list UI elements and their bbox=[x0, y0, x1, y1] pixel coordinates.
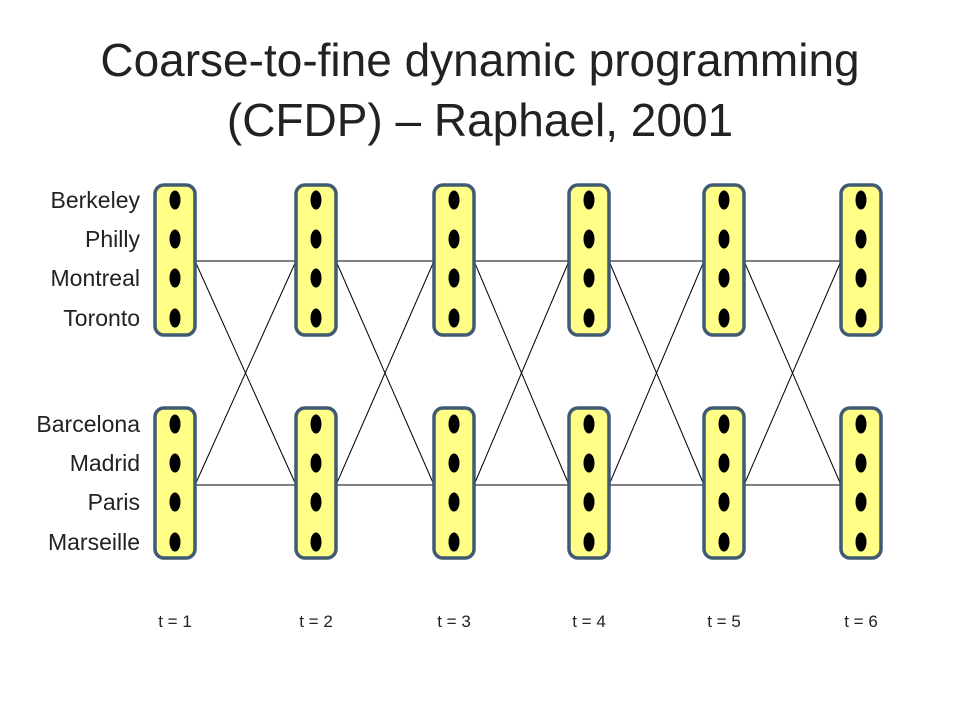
state-dot-madrid bbox=[310, 453, 322, 473]
state-dot-montreal bbox=[448, 268, 460, 288]
state-dot-barcelona bbox=[448, 414, 460, 434]
state-dot-montreal bbox=[855, 268, 867, 288]
node-t1-group_b bbox=[153, 406, 197, 560]
time-label-5: t = 5 bbox=[707, 612, 741, 631]
state-dot-berkeley bbox=[855, 190, 867, 210]
state-dot-montreal bbox=[310, 268, 322, 288]
node-box bbox=[432, 406, 476, 560]
state-dot-philly bbox=[310, 229, 322, 249]
state-dot-barcelona bbox=[855, 414, 867, 434]
node-box bbox=[567, 406, 611, 560]
city-label-montreal: Montreal bbox=[51, 265, 140, 291]
state-dot-barcelona bbox=[169, 414, 181, 434]
state-dot-philly bbox=[855, 229, 867, 249]
node-box bbox=[153, 406, 197, 560]
edge-t3-group_b-to-t4-group_a bbox=[473, 260, 570, 486]
edge-t2-group_b-to-t3-group_a bbox=[335, 260, 435, 486]
node-t1-group_a bbox=[153, 183, 197, 337]
city-label-marseille: Marseille bbox=[48, 529, 140, 555]
state-dot-philly bbox=[718, 229, 730, 249]
node-t6-group_b bbox=[839, 406, 883, 560]
node-box bbox=[432, 183, 476, 337]
city-label-paris: Paris bbox=[88, 489, 140, 515]
state-dot-marseille bbox=[855, 532, 867, 552]
state-dot-marseille bbox=[583, 532, 595, 552]
state-dot-berkeley bbox=[718, 190, 730, 210]
node-t3-group_a bbox=[432, 183, 476, 337]
city-label-philly: Philly bbox=[85, 226, 140, 252]
state-dot-barcelona bbox=[583, 414, 595, 434]
state-dot-toronto bbox=[583, 308, 595, 328]
city-label-barcelona: Barcelona bbox=[36, 411, 140, 437]
coarse-state-nodes bbox=[153, 183, 883, 560]
state-dot-berkeley bbox=[169, 190, 181, 210]
node-t6-group_a bbox=[839, 183, 883, 337]
state-dot-toronto bbox=[169, 308, 181, 328]
state-dot-philly bbox=[583, 229, 595, 249]
node-t2-group_b bbox=[294, 406, 338, 560]
city-label-berkeley: Berkeley bbox=[51, 187, 141, 213]
state-dot-madrid bbox=[448, 453, 460, 473]
edge-t1-group_b-to-t2-group_a bbox=[194, 260, 297, 486]
node-box bbox=[702, 406, 746, 560]
state-dot-madrid bbox=[583, 453, 595, 473]
city-labels: BerkeleyPhillyMontrealTorontoBarcelonaMa… bbox=[36, 187, 140, 555]
node-box bbox=[153, 183, 197, 337]
state-dot-paris bbox=[855, 492, 867, 512]
node-box bbox=[567, 183, 611, 337]
edge-t5-group_b-to-t6-group_a bbox=[743, 260, 842, 486]
state-dot-toronto bbox=[310, 308, 322, 328]
state-dot-philly bbox=[448, 229, 460, 249]
state-dot-barcelona bbox=[310, 414, 322, 434]
state-dot-marseille bbox=[169, 532, 181, 552]
state-dot-toronto bbox=[448, 308, 460, 328]
node-box bbox=[839, 183, 883, 337]
state-dot-paris bbox=[169, 492, 181, 512]
time-label-3: t = 3 bbox=[437, 612, 471, 631]
state-dot-montreal bbox=[583, 268, 595, 288]
city-label-toronto: Toronto bbox=[63, 305, 140, 331]
node-box bbox=[839, 406, 883, 560]
node-box bbox=[294, 183, 338, 337]
state-dot-paris bbox=[448, 492, 460, 512]
transition-edges bbox=[194, 260, 842, 486]
state-dot-paris bbox=[310, 492, 322, 512]
state-dot-philly bbox=[169, 229, 181, 249]
node-box bbox=[294, 406, 338, 560]
edge-t4-group_b-to-t5-group_a bbox=[608, 260, 705, 486]
state-dot-madrid bbox=[169, 453, 181, 473]
state-dot-barcelona bbox=[718, 414, 730, 434]
state-dot-berkeley bbox=[310, 190, 322, 210]
state-dot-paris bbox=[718, 492, 730, 512]
city-label-madrid: Madrid bbox=[70, 450, 140, 476]
node-t3-group_b bbox=[432, 406, 476, 560]
slide-title: Coarse-to-fine dynamic programming (CFDP… bbox=[0, 30, 960, 150]
node-t5-group_b bbox=[702, 406, 746, 560]
time-label-2: t = 2 bbox=[299, 612, 333, 631]
node-t2-group_a bbox=[294, 183, 338, 337]
state-dot-marseille bbox=[448, 532, 460, 552]
node-box bbox=[702, 183, 746, 337]
title-line-1: Coarse-to-fine dynamic programming bbox=[100, 34, 860, 86]
time-labels: t = 1 t = 2 t = 3 t = 4 t = 5 t = 6 bbox=[158, 612, 878, 631]
state-dot-berkeley bbox=[583, 190, 595, 210]
state-dot-paris bbox=[583, 492, 595, 512]
time-label-1: t = 1 bbox=[158, 612, 192, 631]
title-line-2: (CFDP) – Raphael, 2001 bbox=[226, 94, 734, 146]
time-label-4: t = 4 bbox=[572, 612, 606, 631]
state-dot-toronto bbox=[855, 308, 867, 328]
state-dot-montreal bbox=[718, 268, 730, 288]
state-dot-madrid bbox=[718, 453, 730, 473]
time-label-6: t = 6 bbox=[844, 612, 878, 631]
node-t5-group_a bbox=[702, 183, 746, 337]
state-dot-marseille bbox=[718, 532, 730, 552]
state-dot-toronto bbox=[718, 308, 730, 328]
state-dot-madrid bbox=[855, 453, 867, 473]
state-dot-berkeley bbox=[448, 190, 460, 210]
state-dot-marseille bbox=[310, 532, 322, 552]
node-t4-group_b bbox=[567, 406, 611, 560]
state-dot-montreal bbox=[169, 268, 181, 288]
node-t4-group_a bbox=[567, 183, 611, 337]
